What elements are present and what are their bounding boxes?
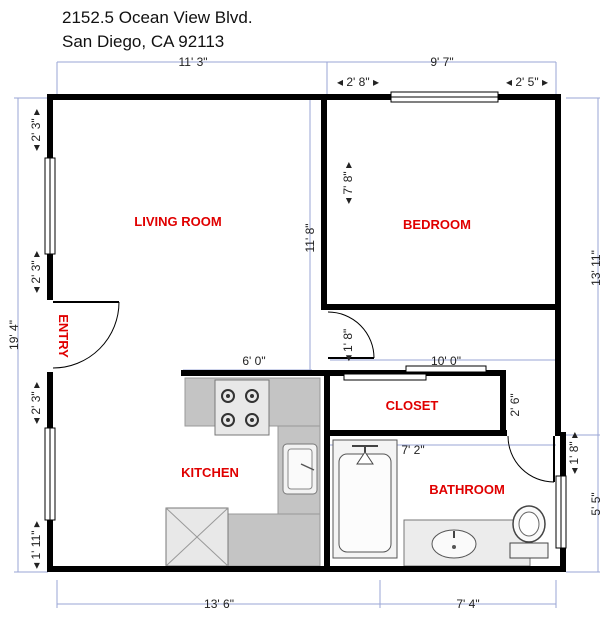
bathtub-icon bbox=[332, 439, 398, 559]
room-label-kitchen: KITCHEN bbox=[181, 465, 239, 480]
dim-left-mid: ◂ 2' 3" ▸ bbox=[29, 251, 43, 293]
windows bbox=[44, 91, 567, 549]
bath-door-arc bbox=[507, 435, 555, 483]
dim-bed-inner: ◂ 7' 8" ▸ bbox=[341, 162, 355, 204]
dim-left-bottom: ◂ 1' 11" ▸ bbox=[29, 521, 43, 569]
kitchen-bath-wall bbox=[324, 370, 330, 570]
bath-right-wall bbox=[555, 370, 561, 436]
dim-left-total: 19' 4" bbox=[7, 320, 21, 350]
toilet-icon bbox=[509, 505, 549, 559]
room-label-bathroom: BATHROOM bbox=[429, 482, 505, 497]
closet-sliding-doors bbox=[343, 365, 487, 381]
door-swings bbox=[52, 301, 555, 483]
bedroom-bottom-wall bbox=[324, 304, 558, 310]
bath-door-opening bbox=[506, 369, 555, 377]
dim-bed-left-seg: ◂ 2' 8" ▸ bbox=[337, 75, 379, 89]
entry-opening bbox=[46, 300, 54, 372]
wall-openings bbox=[46, 300, 555, 377]
dim-bath-width: 7' 2" bbox=[401, 443, 424, 457]
bedroom-door-opening bbox=[326, 312, 328, 368]
room-label-closet: CLOSET bbox=[386, 398, 439, 413]
stove-icon bbox=[214, 379, 270, 436]
vanity-sink-icon bbox=[403, 519, 531, 567]
dim-bottom-right: 7' 4" bbox=[456, 597, 479, 611]
dim-closet-width: 10' 0" bbox=[431, 354, 461, 368]
dim-kitchen-width: 6' 0" bbox=[242, 354, 265, 368]
dim-left-lower-window: ◂ 2' 3" ▸ bbox=[29, 382, 43, 424]
outer-wall-right-upper bbox=[555, 94, 561, 434]
kitchen-fixtures bbox=[165, 377, 321, 567]
dim-closet-depth: 2' 6" bbox=[508, 393, 522, 416]
room-label-living: LIVING ROOM bbox=[134, 214, 221, 229]
room-label-bedroom: BEDROOM bbox=[403, 217, 471, 232]
dim-bottom-left: 13' 6" bbox=[204, 597, 234, 611]
address-line-2: San Diego, CA 92113 bbox=[62, 32, 225, 51]
bedroom-door-arc bbox=[327, 311, 375, 359]
bathroom-fixtures bbox=[332, 439, 549, 567]
kitchen-sink-icon bbox=[282, 443, 318, 495]
closet-top-wall bbox=[327, 370, 507, 376]
room-label-entry: ENTRY bbox=[56, 314, 71, 358]
dim-right-upper: 13' 11" bbox=[589, 250, 603, 286]
closet-right-wall bbox=[500, 370, 506, 434]
dim-bed-right-seg: ◂ 2' 5" ▸ bbox=[506, 75, 548, 89]
dim-top-left: 11' 3" bbox=[178, 55, 207, 69]
dim-right-lower: 5' 5" bbox=[589, 492, 603, 515]
dim-top-right: 9' 7" bbox=[430, 55, 453, 69]
fridge-icon bbox=[165, 507, 229, 567]
kitchen-top-wall bbox=[181, 370, 329, 376]
entry-door-arc bbox=[52, 301, 120, 369]
dim-left-top-window: ◂ 2' 3" ▸ bbox=[29, 109, 43, 151]
bedroom-left-wall bbox=[321, 98, 327, 310]
dim-bed-door: ◂ 1' 8" bbox=[341, 329, 355, 362]
dim-living-height: 11' 8" bbox=[303, 223, 317, 252]
outer-wall-top bbox=[47, 94, 560, 100]
address-line-1: 2152.5 Ocean View Blvd. bbox=[62, 8, 253, 27]
dim-bath-door: ◂ 1' 8" ▸ bbox=[567, 432, 581, 474]
outer-wall-bottom bbox=[47, 566, 566, 572]
kitchen-counter-bottom bbox=[227, 513, 321, 567]
closet-bottom-wall bbox=[327, 430, 507, 436]
